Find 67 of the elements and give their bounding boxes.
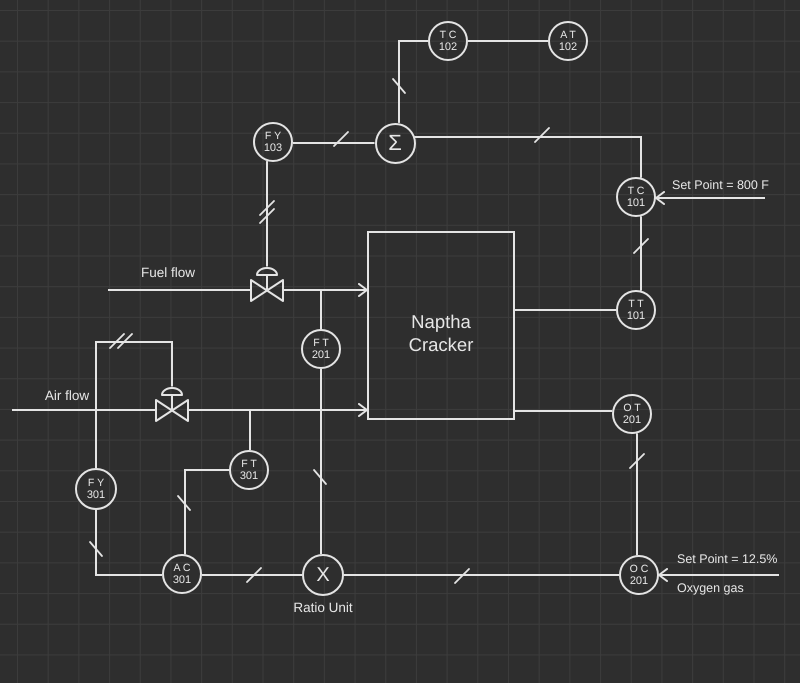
tag-number: 201: [312, 348, 330, 362]
signal-line: [184, 469, 229, 554]
process-unit-box: [367, 231, 515, 420]
instrument-bubble: [616, 290, 656, 330]
edge-label: Fuel flow: [140, 265, 196, 281]
signal-line: [414, 136, 642, 178]
tag-number: 301: [172, 574, 192, 586]
tag-letters: T C: [628, 184, 644, 197]
process-line: [108, 289, 250, 291]
instrument-bubble: [253, 122, 293, 162]
tag-letters: F T: [241, 458, 257, 470]
process-line: [189, 409, 251, 450]
tag-number: 201: [622, 414, 642, 426]
signal-line: [266, 161, 268, 266]
edge-label: Set Point = 12.5%: [677, 551, 778, 567]
signal-line: [95, 341, 173, 468]
tag-number: 101: [626, 196, 646, 210]
edge-label: Set Point = 800 F: [672, 177, 769, 193]
instrument-bubble: [612, 394, 652, 434]
process-line: [515, 309, 616, 311]
tag-letters: A T: [560, 28, 576, 41]
multiplication-sign: X: [316, 564, 330, 586]
tag-letters: T C: [440, 28, 456, 41]
summation-sign: Σ: [388, 130, 402, 156]
tag-letters: F T: [313, 336, 329, 349]
signal-line: [202, 574, 302, 576]
node-caption: Ratio Unit: [293, 600, 353, 616]
signal-line: [320, 369, 322, 554]
tag-number: 201: [630, 574, 648, 588]
control-valve-symbol: [250, 266, 284, 302]
tag-number: 101: [626, 310, 646, 322]
instrument-bubble: [548, 21, 588, 61]
tag-number: 301: [240, 470, 258, 482]
process-line: [284, 289, 322, 329]
instrument-bubble: [428, 21, 468, 61]
process-line: [12, 409, 155, 411]
signal-line: [468, 40, 548, 42]
tag-letters: F Y: [264, 130, 282, 142]
tag-letters: F Y: [88, 476, 104, 489]
instrument-bubble: [162, 554, 202, 594]
signal-line: [95, 510, 162, 576]
tag-letters: O C: [630, 562, 648, 575]
edge-label: Air flow: [44, 388, 90, 404]
signal-line: [293, 142, 374, 144]
instrument-bubble: [616, 177, 656, 217]
setpoint-arrow: [655, 191, 765, 205]
control-valve-symbol: [155, 386, 189, 422]
instrument-bubble: [229, 450, 269, 490]
tag-number: 102: [438, 40, 458, 54]
tag-number: 103: [264, 142, 282, 154]
signal-line: [398, 40, 428, 123]
stream-label: Oxygen gas: [677, 580, 744, 596]
tag-number: 102: [558, 40, 578, 54]
signal-line: [344, 574, 619, 576]
instrument-bubble: [75, 468, 117, 510]
instrument-bubble: [619, 555, 659, 595]
signal-line: [636, 433, 638, 556]
tag-letters: A C: [174, 562, 190, 574]
tag-letters: T T: [628, 298, 644, 310]
tag-number: 301: [86, 488, 106, 502]
tag-letters: O T: [623, 402, 641, 414]
process-line: [515, 410, 612, 412]
signal-line: [640, 216, 642, 291]
unit-label: Naptha Cracker: [408, 310, 474, 356]
instrument-bubble: [374, 122, 416, 164]
setpoint-arrow: [658, 568, 779, 582]
instrument-bubble: [301, 329, 341, 369]
